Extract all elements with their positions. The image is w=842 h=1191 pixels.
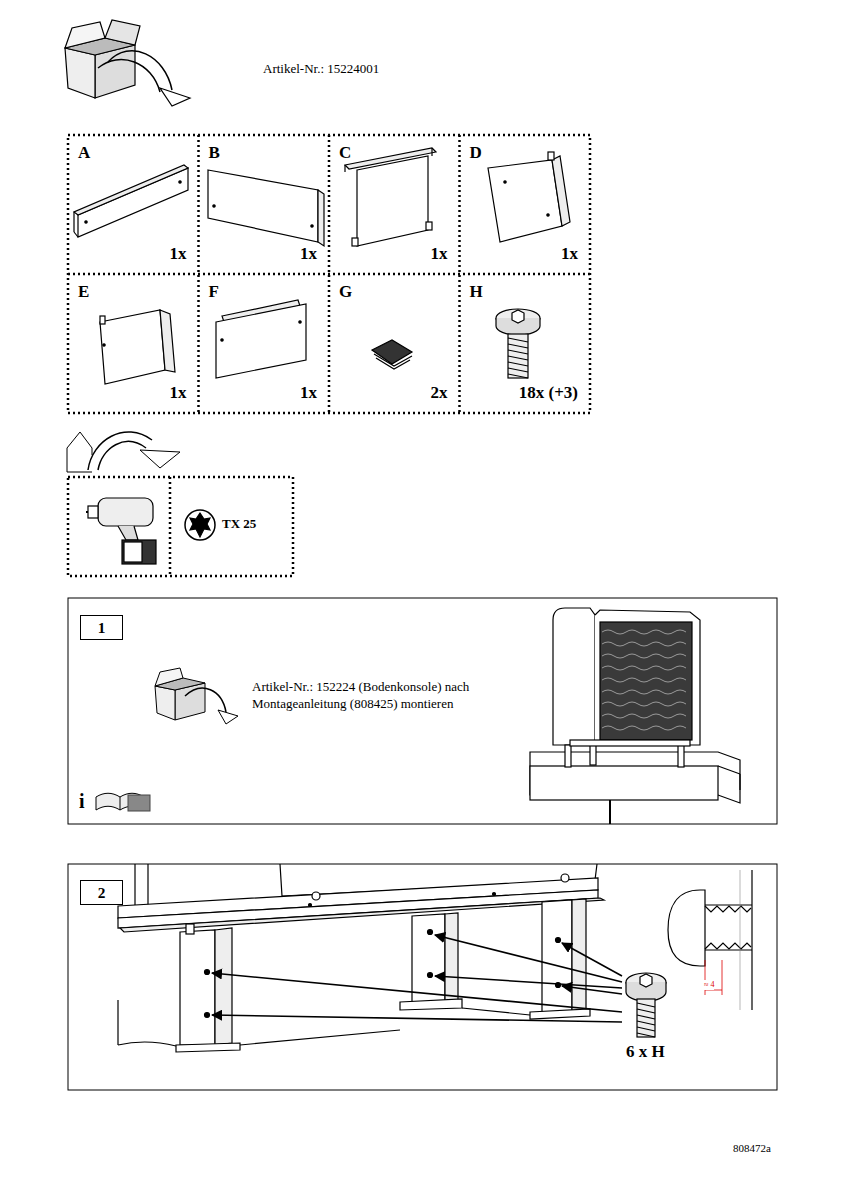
unpack-icon [155, 668, 238, 724]
step-number-box: 1 [80, 615, 123, 640]
part-letter: G [339, 282, 352, 302]
part-cell: D 1x [460, 135, 591, 274]
part-quantity: 1x [170, 383, 187, 403]
part-d [488, 152, 570, 242]
part-cell: A 1x [68, 135, 199, 274]
part-letter: F [209, 282, 219, 302]
step-panel: Artikel-Nr.: 152224 (Bodenkonsole) nach … [68, 598, 777, 824]
part-h-screw [496, 309, 540, 378]
torx-symbol [185, 510, 215, 540]
part-cell: F 1x [199, 274, 330, 413]
screw-arrows [212, 935, 622, 1022]
part-letter: B [209, 143, 220, 163]
unpack-icon [65, 20, 190, 106]
part-cell: B 1x [199, 135, 330, 274]
part-letter: A [78, 143, 90, 163]
part-cell: C 1x [329, 135, 460, 274]
step-number: 2 [81, 883, 122, 903]
part-quantity: 1x [431, 244, 448, 264]
part-cell: G 2x [329, 274, 460, 413]
part-letter: H [470, 282, 483, 302]
article-number: Artikel-Nr.: 15224001 [263, 61, 379, 77]
part-b [208, 170, 324, 246]
tool-size: TX 25 [222, 516, 256, 532]
parts-grid [68, 135, 590, 413]
document-number: 808472a [733, 1142, 771, 1155]
part-f [216, 300, 306, 378]
ground-console [118, 864, 604, 1052]
part-letter: C [339, 143, 351, 163]
step-instruction: Artikel-Nr.: 152224 (Bodenkonsole) nach … [252, 678, 502, 712]
screw-count: 6 x H [626, 1042, 665, 1062]
heat-pump [530, 608, 740, 824]
part-quantity: 2x [431, 383, 448, 403]
part-c [345, 148, 436, 246]
tool-cell: TX 25 [170, 477, 293, 576]
info-symbol: i [79, 789, 85, 813]
part-cell: H 18x (+3) [460, 274, 591, 413]
screw-detail [668, 870, 752, 1010]
step-number: 1 [81, 618, 122, 638]
tools-box [68, 477, 293, 576]
part-cell: E 1x [68, 274, 199, 413]
step-number-box: 2 [80, 880, 123, 905]
part-e [100, 310, 175, 384]
part-g-cloth [372, 340, 412, 369]
manual-icon [96, 793, 150, 811]
part-quantity: 1x [300, 244, 317, 264]
part-quantity: 1x [170, 244, 187, 264]
part-quantity: 1x [561, 244, 578, 264]
part-letter: E [78, 282, 89, 302]
part-a [74, 165, 188, 237]
screw [626, 973, 666, 1037]
part-quantity: 18x (+3) [519, 383, 578, 403]
part-letter: D [470, 143, 482, 163]
dimension: ≈ 4 [704, 980, 714, 990]
step-panel: 6 x H 2 [68, 864, 777, 1090]
part-quantity: 1x [300, 383, 317, 403]
house-icon [67, 432, 180, 472]
drill-icon [86, 498, 156, 564]
